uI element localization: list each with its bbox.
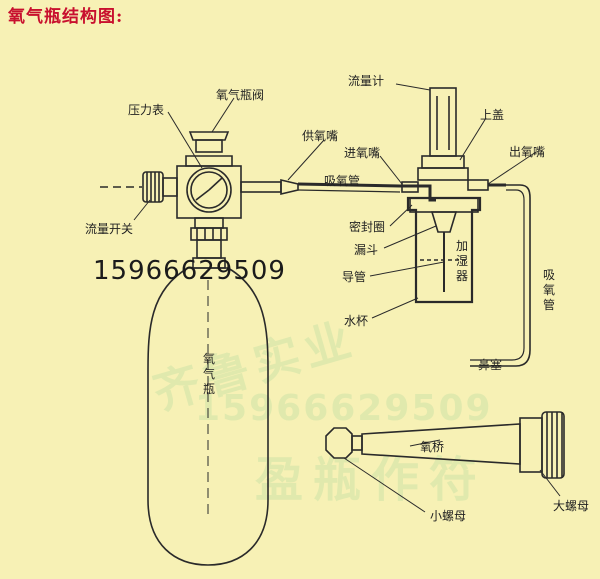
label-pressure-gauge: 压力表 (128, 103, 165, 117)
label-large-nut: 大螺母 (553, 499, 590, 513)
flow-switch-knob (142, 171, 164, 203)
label-seal-ring: 密封圈 (349, 220, 386, 234)
label-funnel: 漏斗 (354, 243, 379, 257)
label-suction-tube: 吸氧管 (542, 268, 555, 312)
label-cylinder-valve: 氧气瓶阀 (216, 88, 265, 102)
label-flow-meter: 流量计 (348, 74, 385, 88)
supply-pipe (240, 181, 282, 193)
label-small-nut: 小螺母 (430, 509, 467, 523)
label-supply-nozzle: 供氧嘴 (302, 129, 339, 143)
oxygen-tube (470, 184, 531, 367)
seal-ring (409, 197, 479, 213)
small-nut (325, 427, 353, 459)
flow-meter (429, 87, 457, 157)
phone-number: 15966629509 (93, 256, 286, 286)
label-oxygen-bottle: 氧气瓶 (202, 352, 215, 396)
label-nasal-plug: 鼻塞 (478, 358, 503, 372)
label-water-cup: 水杯 (344, 314, 369, 328)
label-inlet-nozzle: 进氧嘴 (344, 146, 381, 160)
supply-nozzle (280, 178, 299, 196)
valve-body-top (185, 155, 233, 167)
label-outlet-nozzle: 出氧嘴 (509, 145, 546, 159)
funnel (430, 211, 458, 233)
label-top-cover: 上盖 (480, 108, 505, 122)
oxygen-cylinder (147, 267, 269, 566)
valve-stem (195, 139, 223, 153)
label-oxygen-bridge: 氧桥 (420, 440, 445, 454)
page-title: 氧气瓶结构图: (8, 7, 124, 27)
large-nut (541, 411, 565, 479)
label-oxygen-tube: 吸氧管 (324, 174, 361, 188)
label-flow-switch: 流量开关 (85, 222, 134, 236)
inlet-nozzle (401, 181, 419, 193)
outlet-nozzle (467, 179, 489, 191)
label-guide-tube: 导管 (342, 270, 367, 284)
valve-handwheel (188, 131, 230, 141)
flow-switch-stem (162, 177, 178, 197)
label-humidifier: 加湿器 (455, 239, 468, 283)
pressure-gauge (186, 167, 232, 213)
large-nut-body (519, 417, 543, 473)
humidifier-top-cover (417, 167, 469, 181)
